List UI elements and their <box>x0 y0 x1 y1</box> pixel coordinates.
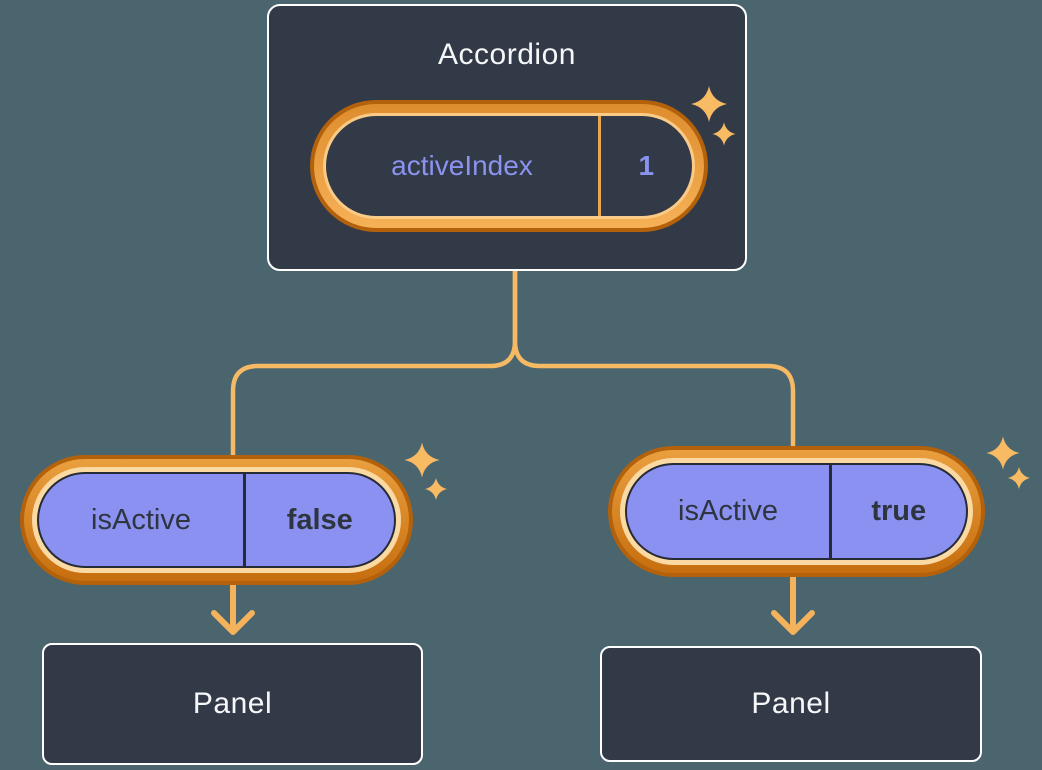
sparkle-icon <box>425 478 447 500</box>
connector-accordion-to-left-prop <box>230 259 518 473</box>
sparkle-icon <box>986 436 1020 470</box>
prop-pill-left-ring: isActive false <box>24 459 409 581</box>
state-pill-ring: activeIndex 1 <box>314 104 704 228</box>
state-value: 1 <box>638 150 655 181</box>
sparkle-icon <box>404 442 440 478</box>
prop-pill-left-divider <box>243 474 246 566</box>
prop-pill-right-stripe: isActive true <box>620 458 973 565</box>
prop-label-left: isActive <box>91 503 191 536</box>
state-pill-stripe: activeIndex 1 <box>323 113 695 219</box>
state-pill: activeIndex 1 <box>310 100 708 232</box>
prop-pill-left-stripe: isActive false <box>32 467 401 573</box>
arrow-down-icon <box>771 572 815 635</box>
prop-value-right: true <box>871 495 927 527</box>
connector-accordion-to-right-prop <box>512 259 796 465</box>
accordion-title: Accordion <box>438 38 576 71</box>
state-pill-divider <box>598 116 601 216</box>
prop-value-left: false <box>286 503 353 536</box>
prop-label-right: isActive <box>678 495 778 527</box>
panel-node-left: Panel <box>42 643 423 765</box>
prop-pill-right-divider <box>829 465 832 558</box>
panel-title: Panel <box>751 687 831 720</box>
prop-pill-right-ring: isActive true <box>612 450 981 573</box>
panel-node-right: Panel <box>600 646 982 762</box>
sparkle-icon <box>1008 467 1030 489</box>
prop-pill-right: isActive true <box>608 446 985 577</box>
panel-title: Panel <box>192 687 273 720</box>
state-label: activeIndex <box>391 150 533 181</box>
prop-pill-right-body: isActive true <box>625 463 968 560</box>
prop-pill-left: isActive false <box>20 455 413 585</box>
prop-pill-left-body: isActive false <box>37 472 396 568</box>
state-pill-body: activeIndex 1 <box>326 116 692 216</box>
arrow-down-icon <box>211 577 255 635</box>
